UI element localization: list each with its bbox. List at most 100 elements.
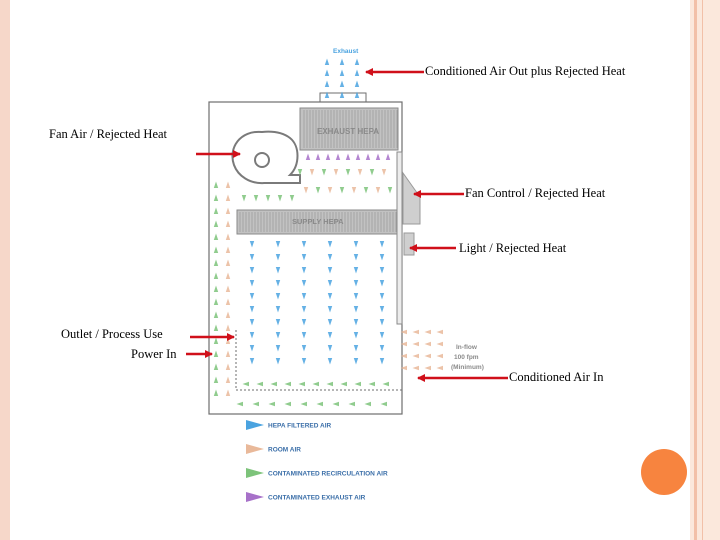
inflow-arrow [412, 329, 419, 335]
rear-plenum-arrow [225, 194, 231, 201]
hepa-downflow-arrow [275, 332, 281, 339]
hepa-downflow-arrow [353, 306, 359, 313]
slide-border-left [0, 0, 10, 540]
exhaust-airflow-arrow [324, 91, 330, 98]
inflow-arrow [424, 329, 431, 335]
hepa-downflow-arrow [353, 345, 359, 352]
inflow-arrow [436, 353, 443, 359]
rear-plenum-arrow [225, 363, 231, 370]
inflow-arrow [436, 329, 443, 335]
rear-plenum-arrow [225, 181, 231, 188]
inflow-arrow [400, 353, 407, 359]
hepa-downflow-arrow [327, 280, 333, 287]
exhaust-airflow-arrow [354, 80, 360, 87]
inflow-line-2: 100 fpm [454, 354, 479, 361]
rear-plenum-arrow [225, 259, 231, 266]
rear-plenum-arrow [225, 350, 231, 357]
hepa-downflow-arrow [249, 293, 255, 300]
hepa-downflow-arrow [301, 358, 307, 365]
exhaust-airflow-arrow [324, 80, 330, 87]
hepa-downflow-arrow [301, 241, 307, 248]
rear-plenum-arrow [225, 389, 231, 396]
blower-fan [231, 130, 301, 185]
legend-label: CONTAMINATED EXHAUST AIR [268, 495, 366, 502]
recirculation-arrow [241, 195, 247, 202]
recirculation-arrow [303, 187, 309, 194]
rear-plenum-arrow [225, 220, 231, 227]
rear-plenum-arrow [225, 298, 231, 305]
hepa-downflow-arrow [327, 345, 333, 352]
legend-label: CONTAMINATED RECIRCULATION AIR [268, 471, 388, 478]
recirculation-arrow [315, 187, 321, 194]
work-surface-arrow [284, 381, 291, 387]
work-surface-arrow [326, 381, 333, 387]
base-return-arrow [316, 401, 323, 407]
pointer-arrows [186, 68, 508, 382]
recirculation-arrow [387, 187, 393, 194]
legend-swatch [246, 420, 264, 430]
rear-plenum-arrow [225, 376, 231, 383]
hepa-downflow-arrow [327, 358, 333, 365]
rear-plenum-arrow [213, 259, 219, 266]
exhaust-hepa-filter [299, 107, 399, 151]
recirculation-arrow [321, 169, 327, 176]
exhaust-top-label: Exhaust [333, 48, 359, 55]
hepa-downflow-arrow [353, 241, 359, 248]
hepa-downflow-arrow [275, 254, 281, 261]
exhaust-airflow-arrow [339, 69, 345, 76]
rear-plenum-arrow [225, 285, 231, 292]
hepa-downflow-arrow [327, 254, 333, 261]
hepa-downflow-arrow [275, 241, 281, 248]
hepa-downflow-arrow [301, 306, 307, 313]
legend-swatch [246, 468, 264, 478]
exhaust-airflow-arrow [324, 69, 330, 76]
hepa-downflow-arrow [301, 345, 307, 352]
recirculation-arrow [351, 187, 357, 194]
recirculation-arrow [339, 187, 345, 194]
inflow-line-1: In-flow [456, 344, 478, 351]
label-conditioned-air-out: Conditioned Air Out plus Rejected Heat [425, 64, 626, 78]
rear-plenum-arrow [213, 376, 219, 383]
recirculation-arrow [369, 169, 375, 176]
rear-plenum-arrow [213, 324, 219, 331]
hepa-downflow-arrow [249, 306, 255, 313]
rear-plenum-arrow [225, 246, 231, 253]
hepa-downflow-arrow [379, 280, 385, 287]
work-surface-arrow [242, 381, 249, 387]
hepa-downflow-arrow [353, 280, 359, 287]
rear-plenum-arrow [213, 311, 219, 318]
rear-plenum-arrow [213, 350, 219, 357]
exhaust-airflow-arrow [354, 58, 360, 65]
hepa-downflow-arrow [379, 358, 385, 365]
recirculation-arrow [375, 187, 381, 194]
label-fan-air: Fan Air / Rejected Heat [49, 127, 168, 141]
contaminated-exhaust-arrow [365, 153, 371, 160]
recirculation-arrow [327, 187, 333, 194]
legend-swatch [246, 492, 264, 502]
exhaust-airflow-arrow [354, 91, 360, 98]
hepa-downflow-arrow [249, 241, 255, 248]
recirculation-arrow [277, 195, 283, 202]
inflow-text: In-flow 100 fpm (Minimum) [451, 344, 484, 371]
recirculation-arrow [297, 169, 303, 176]
hepa-downflow-arrow [327, 319, 333, 326]
recirculation-arrow [381, 169, 387, 176]
supply-hepa-filter [236, 209, 400, 235]
hepa-downflow-arrow [249, 319, 255, 326]
rear-plenum-arrow [225, 311, 231, 318]
hepa-downflow-arrow [327, 293, 333, 300]
rear-plenum-arrow [213, 337, 219, 344]
hepa-downflow-arrow [301, 280, 307, 287]
inflow-arrow [424, 341, 431, 347]
hepa-downflow-arrow [249, 254, 255, 261]
contaminated-exhaust-arrow [345, 153, 351, 160]
rear-plenum-arrow [213, 285, 219, 292]
hepa-downflow-arrow [353, 319, 359, 326]
work-surface-arrow [312, 381, 319, 387]
hepa-downflow-arrow [379, 267, 385, 274]
label-conditioned-air-in: Conditioned Air In [509, 370, 604, 384]
base-return-arrow [380, 401, 387, 407]
inflow-arrow [412, 353, 419, 359]
hepa-downflow-arrow [275, 319, 281, 326]
control-panel [402, 171, 421, 225]
